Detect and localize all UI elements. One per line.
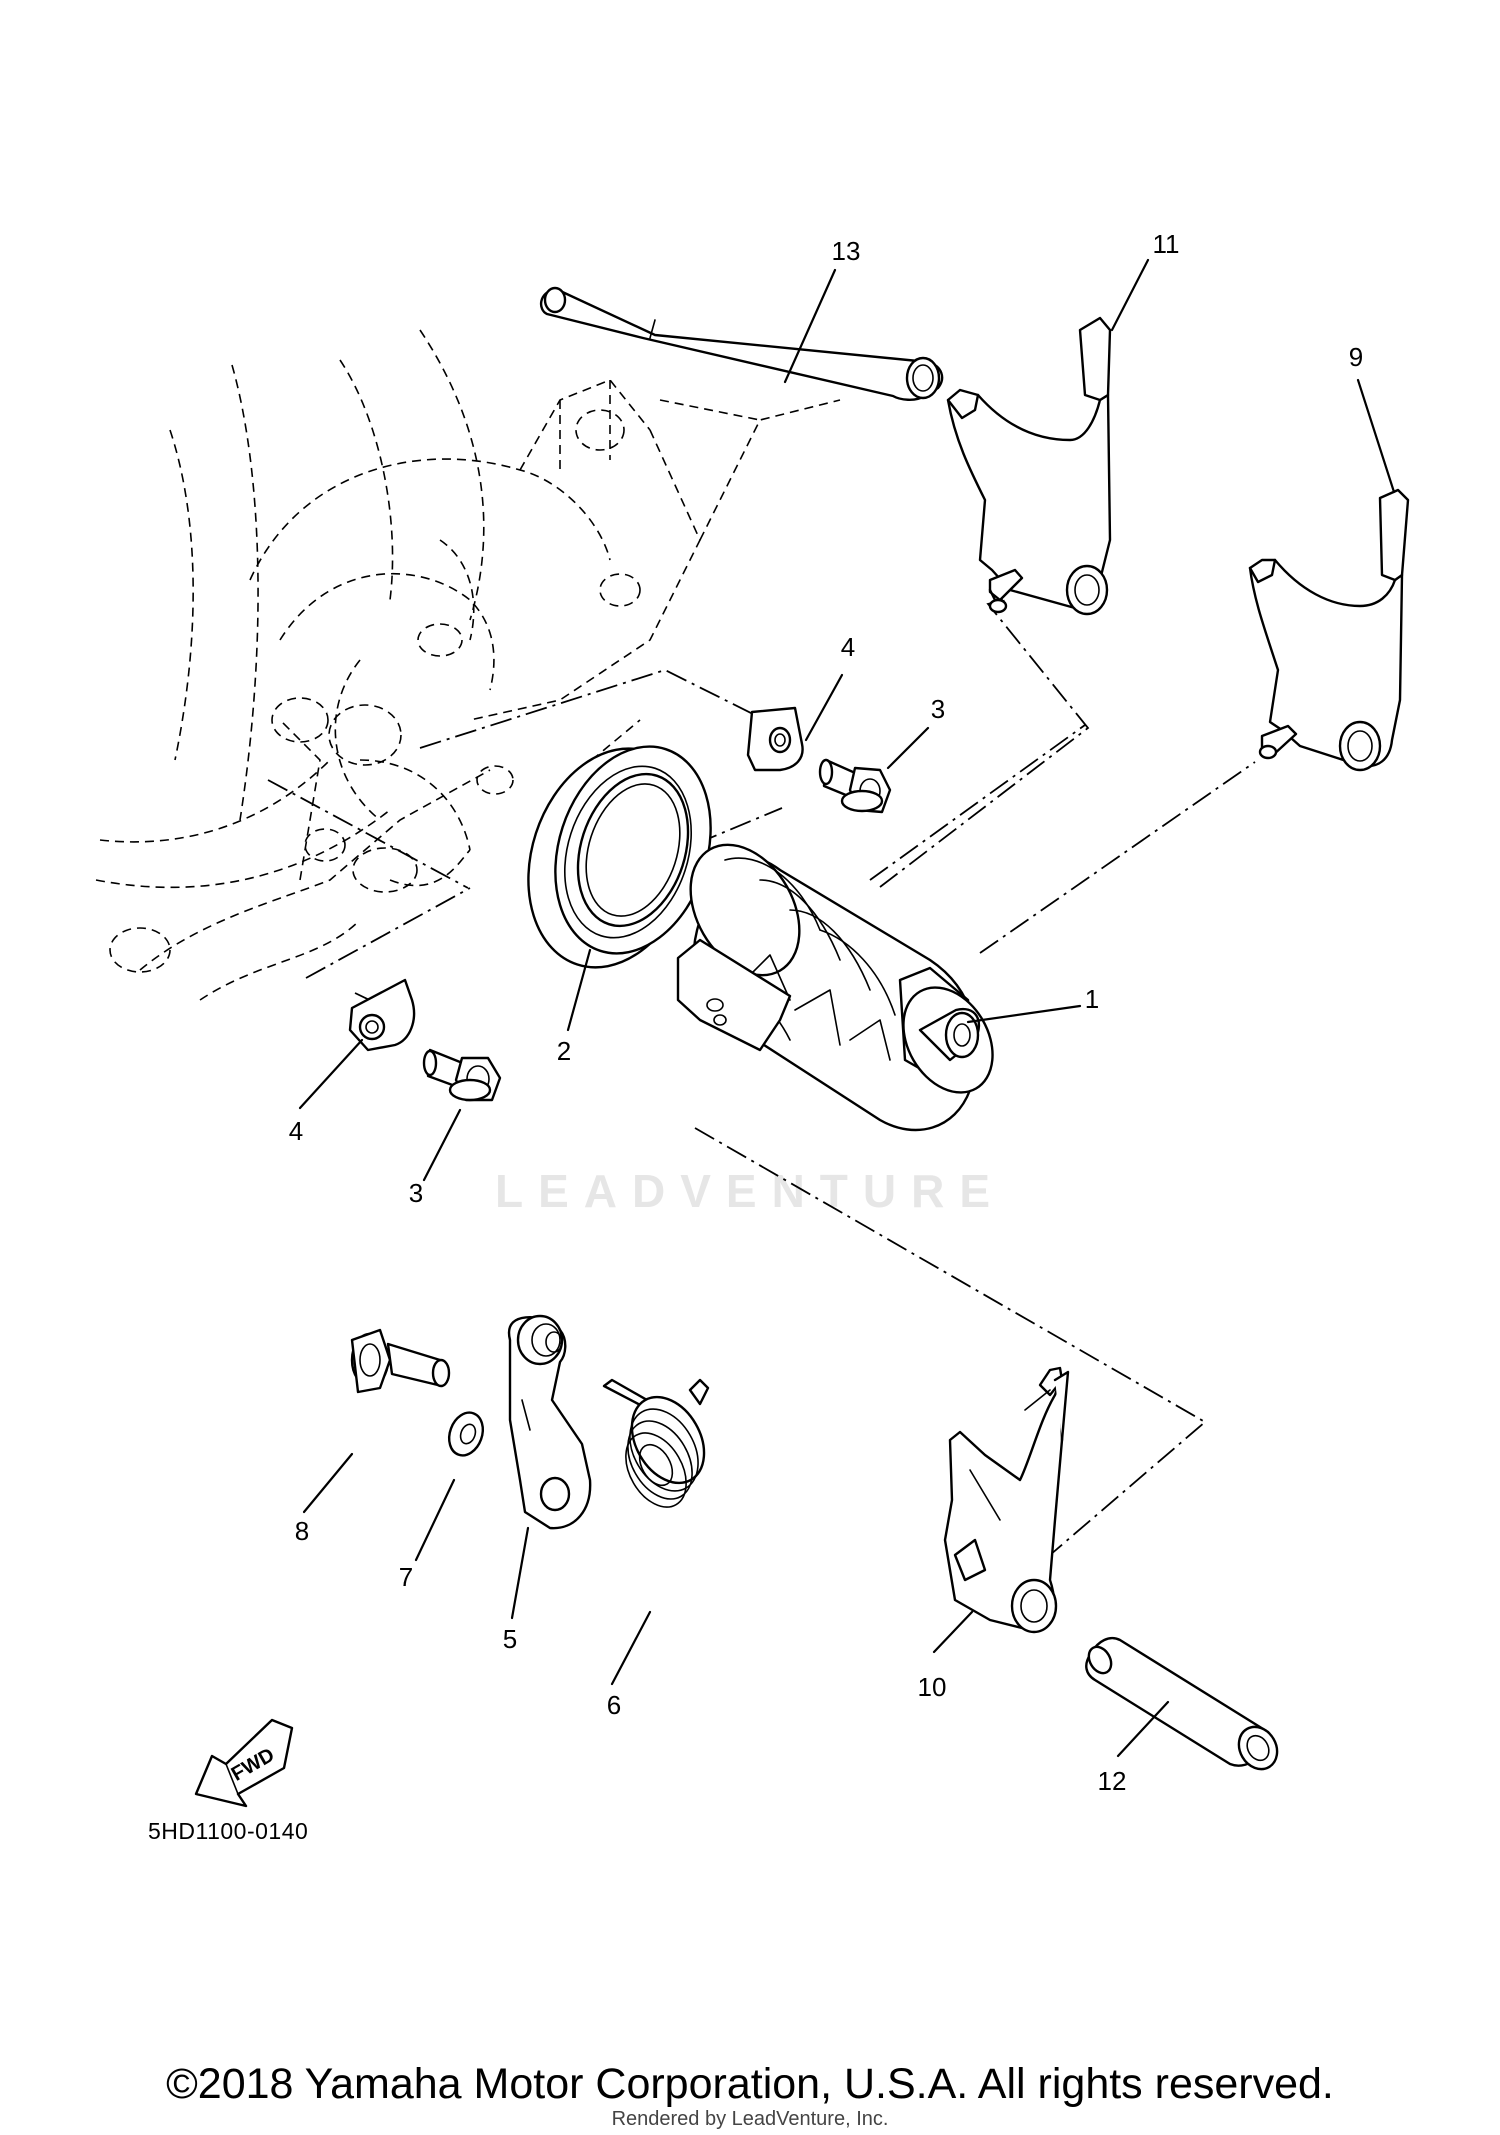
callout-4-upper: 4 <box>841 632 855 662</box>
rendered-by-notice: Rendered by LeadVenture, Inc. <box>611 2108 889 2130</box>
callout-13: 13 <box>832 236 861 266</box>
callout-3-lower: 3 <box>409 1178 423 1208</box>
callout-3-upper: 3 <box>931 694 945 724</box>
shift-fork-shaft <box>539 286 944 401</box>
crankcase-outline <box>95 329 841 1001</box>
stopper-lever <box>507 1314 592 1530</box>
callout-6: 6 <box>607 1690 621 1720</box>
bolt-upper <box>818 758 892 814</box>
callout-5: 5 <box>503 1624 517 1654</box>
callout-10: 10 <box>918 1672 947 1702</box>
callout-12: 12 <box>1098 1766 1127 1796</box>
shift-drum <box>676 843 994 1132</box>
washer-7 <box>447 1411 485 1457</box>
shift-fork-right <box>1248 488 1410 772</box>
bolt-8 <box>350 1328 451 1394</box>
callout-1: 1 <box>1085 984 1099 1014</box>
assembly-lines <box>267 599 1256 1556</box>
callout-7: 7 <box>399 1562 413 1592</box>
shift-fork-upper <box>946 316 1112 616</box>
callout-labels: 13 11 9 4 3 1 2 4 3 8 7 5 6 10 12 <box>289 229 1363 1796</box>
bearing <box>527 745 712 969</box>
callout-11: 11 <box>1153 229 1180 259</box>
callout-9: 9 <box>1349 342 1363 372</box>
guide-bar <box>1085 1636 1279 1771</box>
shift-fork-lower <box>943 1366 1070 1634</box>
torsion-spring <box>602 1378 710 1508</box>
forward-arrow-icon: FWD <box>194 1718 294 1808</box>
stopper-plate-lower <box>348 978 416 1052</box>
leadventure-watermark: LEADVENTURE <box>494 1165 1006 1217</box>
callout-8: 8 <box>295 1516 309 1546</box>
callout-2: 2 <box>557 1036 571 1066</box>
diagram-code: 5HD1100-0140 <box>148 1818 309 1844</box>
copyright-notice: ©2018 Yamaha Motor Corporation, U.S.A. A… <box>166 2060 1334 2108</box>
callout-leaders <box>298 258 1396 1758</box>
stopper-plate-upper <box>746 706 804 772</box>
callout-4-lower: 4 <box>289 1116 303 1146</box>
bolt-lower <box>422 1048 502 1102</box>
